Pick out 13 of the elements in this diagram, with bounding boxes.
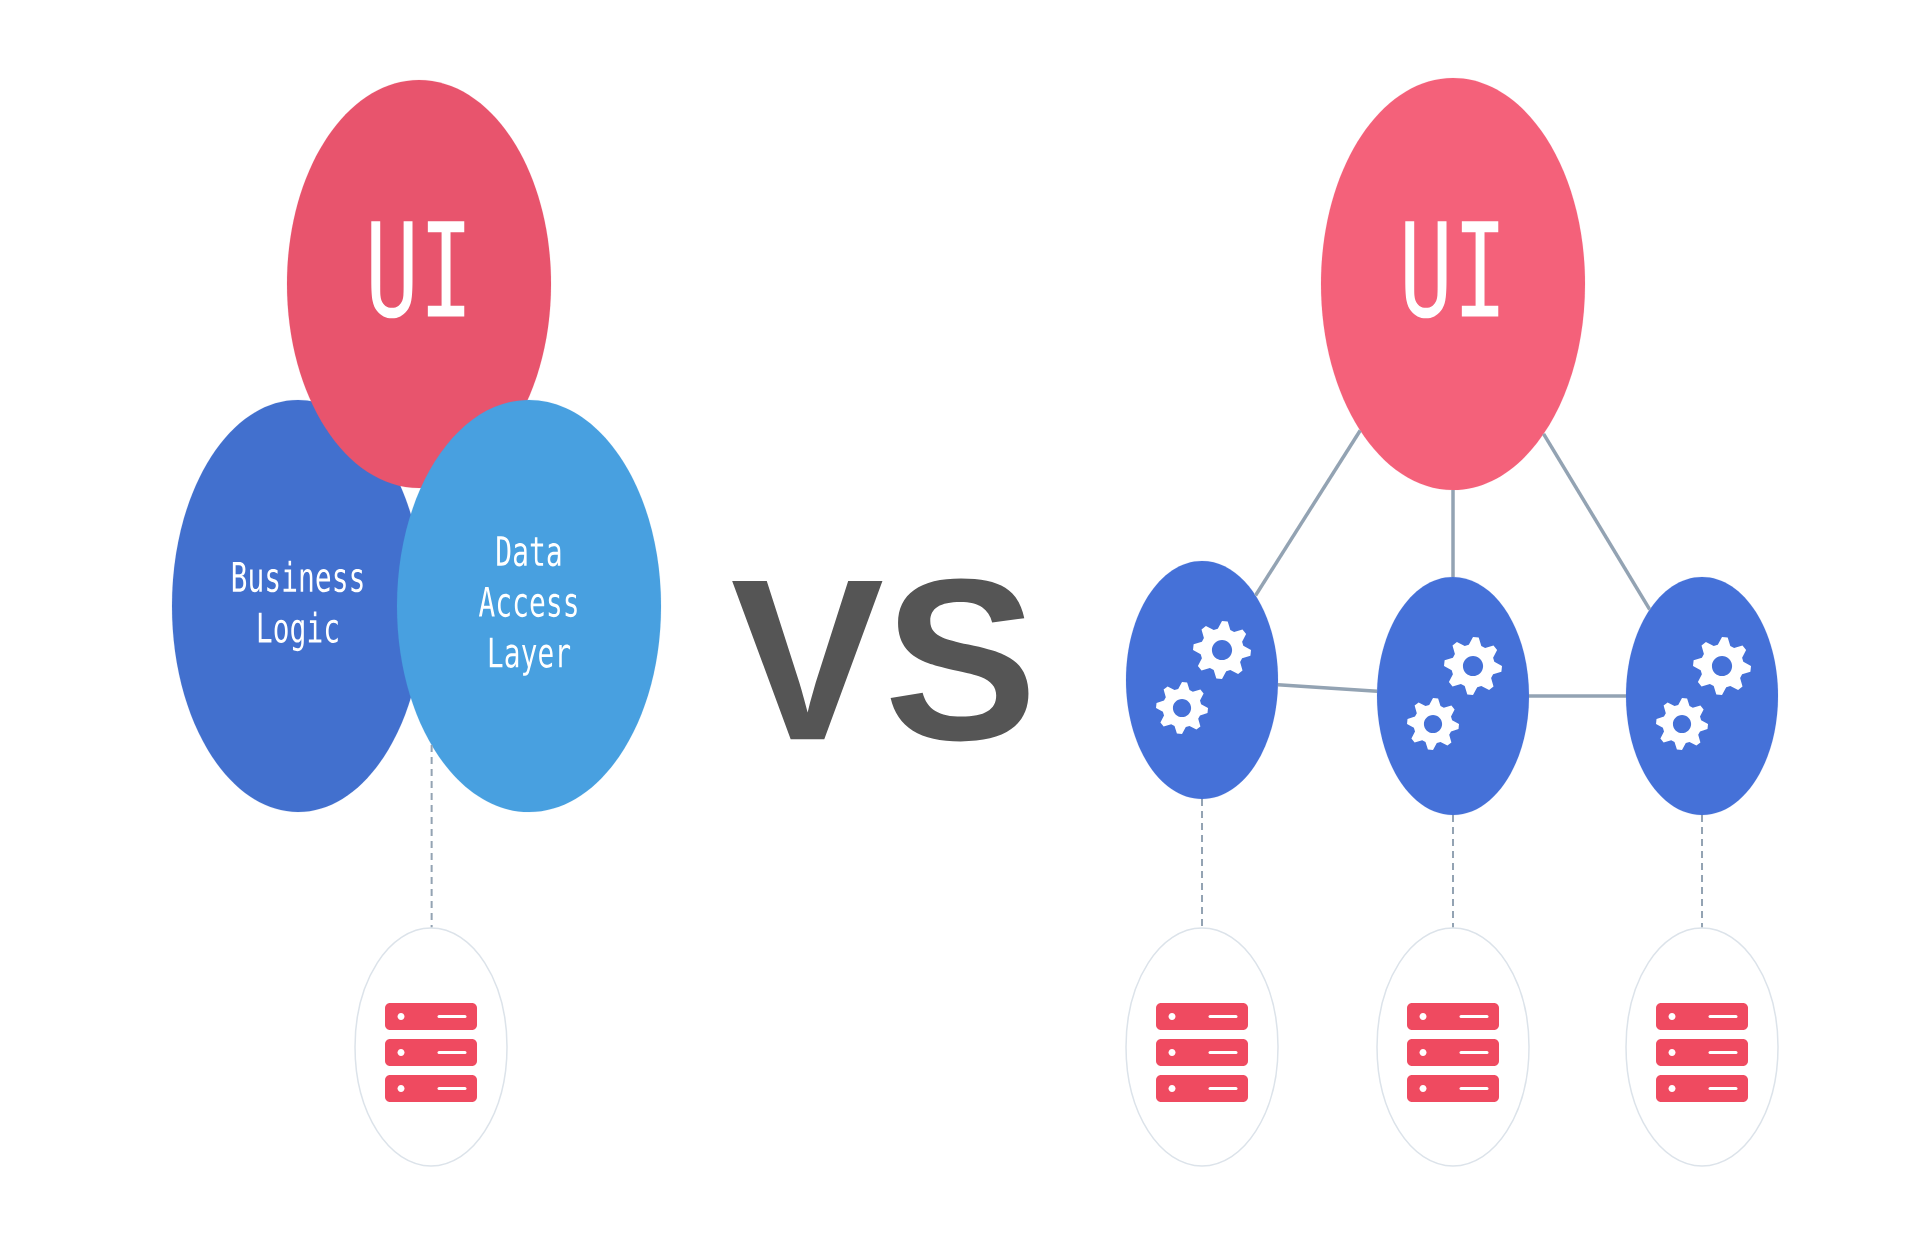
connector-line bbox=[1277, 683, 1378, 693]
service-circle bbox=[1625, 576, 1779, 816]
connector-line bbox=[1254, 429, 1362, 597]
connector-line bbox=[1451, 490, 1455, 577]
connector-line bbox=[430, 744, 433, 929]
service-circle bbox=[1125, 560, 1279, 800]
service-circle bbox=[1376, 576, 1530, 816]
connector-line bbox=[1201, 798, 1203, 929]
connector-line bbox=[1529, 694, 1626, 698]
connector-line bbox=[1701, 814, 1703, 929]
vs-text: VS bbox=[732, 578, 1029, 742]
connector-line bbox=[1452, 814, 1454, 929]
connector-line bbox=[1542, 432, 1652, 611]
